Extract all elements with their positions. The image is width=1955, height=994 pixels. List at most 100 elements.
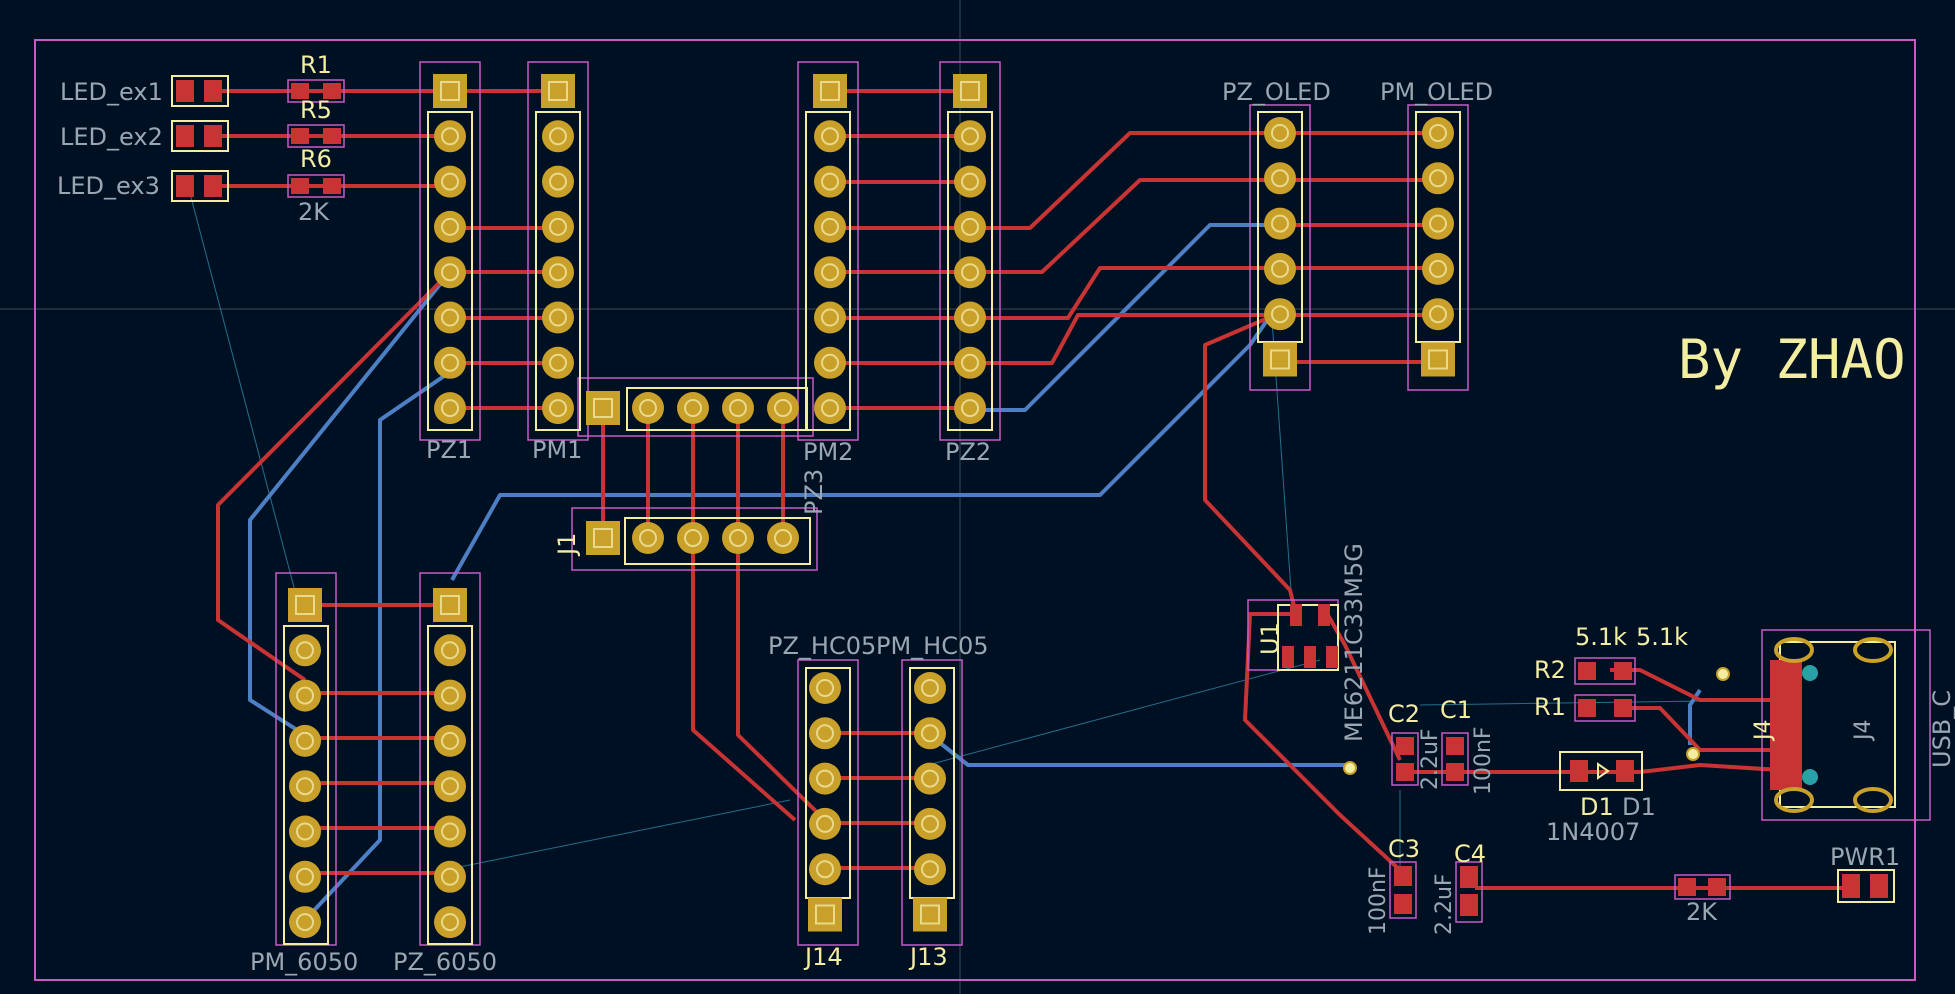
pad-round[interactable]	[814, 301, 846, 334]
pad-round[interactable]	[954, 346, 986, 379]
pad-round[interactable]	[289, 860, 321, 893]
j4-usb-footprint[interactable]	[1761, 629, 1931, 821]
pad-round[interactable]	[1422, 298, 1454, 331]
pad-round[interactable]	[434, 256, 466, 289]
pad-round[interactable]	[289, 724, 321, 757]
pad-round[interactable]	[434, 860, 466, 893]
pad-round[interactable]	[954, 120, 986, 153]
pad-round[interactable]	[289, 679, 321, 712]
pad-round[interactable]	[954, 210, 986, 243]
pad-round[interactable]	[767, 522, 799, 554]
pad-round[interactable]	[914, 807, 946, 840]
pad-round[interactable]	[814, 120, 846, 153]
pad-round[interactable]	[632, 522, 664, 554]
pad-round[interactable]	[1264, 252, 1296, 285]
pad-round[interactable]	[814, 346, 846, 379]
pad-hole	[1271, 124, 1289, 142]
pad-round[interactable]	[809, 853, 841, 886]
pad-round[interactable]	[1422, 207, 1454, 240]
pad-square[interactable]	[808, 897, 842, 932]
pad-round[interactable]	[542, 165, 574, 198]
label-pwr1: PWR1	[1830, 843, 1900, 871]
pad-round[interactable]	[814, 165, 846, 198]
pad-round[interactable]	[809, 807, 841, 840]
resistor-footprints[interactable]	[1574, 657, 1636, 722]
pad-square[interactable]	[1263, 342, 1297, 377]
pad-round[interactable]	[814, 210, 846, 243]
pad-round[interactable]	[1264, 207, 1296, 240]
pad-round[interactable]	[289, 815, 321, 848]
led-ex-footprints[interactable]	[171, 75, 345, 202]
pad-hole	[815, 904, 835, 925]
pad-round[interactable]	[814, 256, 846, 289]
pad-round[interactable]	[954, 165, 986, 198]
u1-footprint[interactable]	[1247, 599, 1339, 671]
through-hole-pads[interactable]	[288, 74, 1455, 939]
pad-round[interactable]	[542, 120, 574, 153]
pad-round[interactable]	[722, 392, 754, 424]
pad-round[interactable]	[434, 165, 466, 198]
pad-round[interactable]	[542, 210, 574, 243]
pad-round[interactable]	[677, 392, 709, 424]
pad-round[interactable]	[289, 906, 321, 939]
label-pz-oled: PZ_OLED	[1222, 78, 1331, 106]
pad-round[interactable]	[542, 301, 574, 334]
pad-square[interactable]	[288, 588, 322, 622]
pad-round[interactable]	[434, 724, 466, 757]
pad-round[interactable]	[434, 906, 466, 939]
pad-round[interactable]	[434, 120, 466, 153]
pad-round[interactable]	[434, 679, 466, 712]
pad-round[interactable]	[814, 392, 846, 425]
pad-round[interactable]	[914, 853, 946, 886]
pad-round[interactable]	[809, 762, 841, 795]
pad-round[interactable]	[434, 210, 466, 243]
pad-round[interactable]	[914, 717, 946, 750]
pad-round[interactable]	[954, 301, 986, 334]
pad-square[interactable]	[813, 74, 847, 108]
pad-square[interactable]	[433, 74, 467, 108]
pwr-footprints[interactable]	[1674, 869, 1895, 903]
pad-round[interactable]	[1264, 117, 1296, 149]
pad-hole	[821, 217, 839, 236]
pad-round[interactable]	[434, 346, 466, 379]
pad-round[interactable]	[677, 522, 709, 554]
pad-round[interactable]	[954, 392, 986, 425]
pad-round[interactable]	[542, 256, 574, 289]
pad-hole	[296, 822, 314, 841]
label-j4-b: J4	[1851, 720, 1876, 743]
pad-round[interactable]	[1422, 117, 1454, 149]
pad-round[interactable]	[289, 634, 321, 667]
pad-round[interactable]	[809, 672, 841, 704]
pad-square[interactable]	[586, 521, 620, 555]
pad-round[interactable]	[722, 522, 754, 554]
pad-round[interactable]	[434, 634, 466, 667]
pad-round[interactable]	[632, 392, 664, 424]
pad-round[interactable]	[434, 770, 466, 803]
pad-square[interactable]	[953, 74, 987, 108]
pad-hole	[1428, 349, 1448, 370]
pad-round[interactable]	[1264, 162, 1296, 195]
pad-round[interactable]	[542, 392, 574, 425]
pad-round[interactable]	[434, 815, 466, 848]
pad-round[interactable]	[767, 392, 799, 424]
pad-square[interactable]	[586, 391, 620, 425]
pad-round[interactable]	[289, 770, 321, 803]
pad-round[interactable]	[1422, 162, 1454, 195]
pad-hole	[921, 814, 939, 833]
pad-round[interactable]	[914, 762, 946, 795]
capacitor-footprints[interactable]	[1389, 732, 1483, 923]
d1-footprint[interactable]	[1559, 751, 1643, 791]
pad-square[interactable]	[541, 74, 575, 108]
pad-round[interactable]	[809, 717, 841, 750]
pad-round[interactable]	[1264, 298, 1296, 331]
pad-round[interactable]	[542, 346, 574, 379]
pad-round[interactable]	[914, 672, 946, 704]
pad-square[interactable]	[433, 588, 467, 622]
pad-round[interactable]	[1422, 252, 1454, 285]
pad-round[interactable]	[954, 256, 986, 289]
pad-square[interactable]	[1421, 342, 1455, 377]
pad-round[interactable]	[434, 392, 466, 425]
pad-square[interactable]	[913, 897, 947, 932]
pad-round[interactable]	[434, 301, 466, 334]
